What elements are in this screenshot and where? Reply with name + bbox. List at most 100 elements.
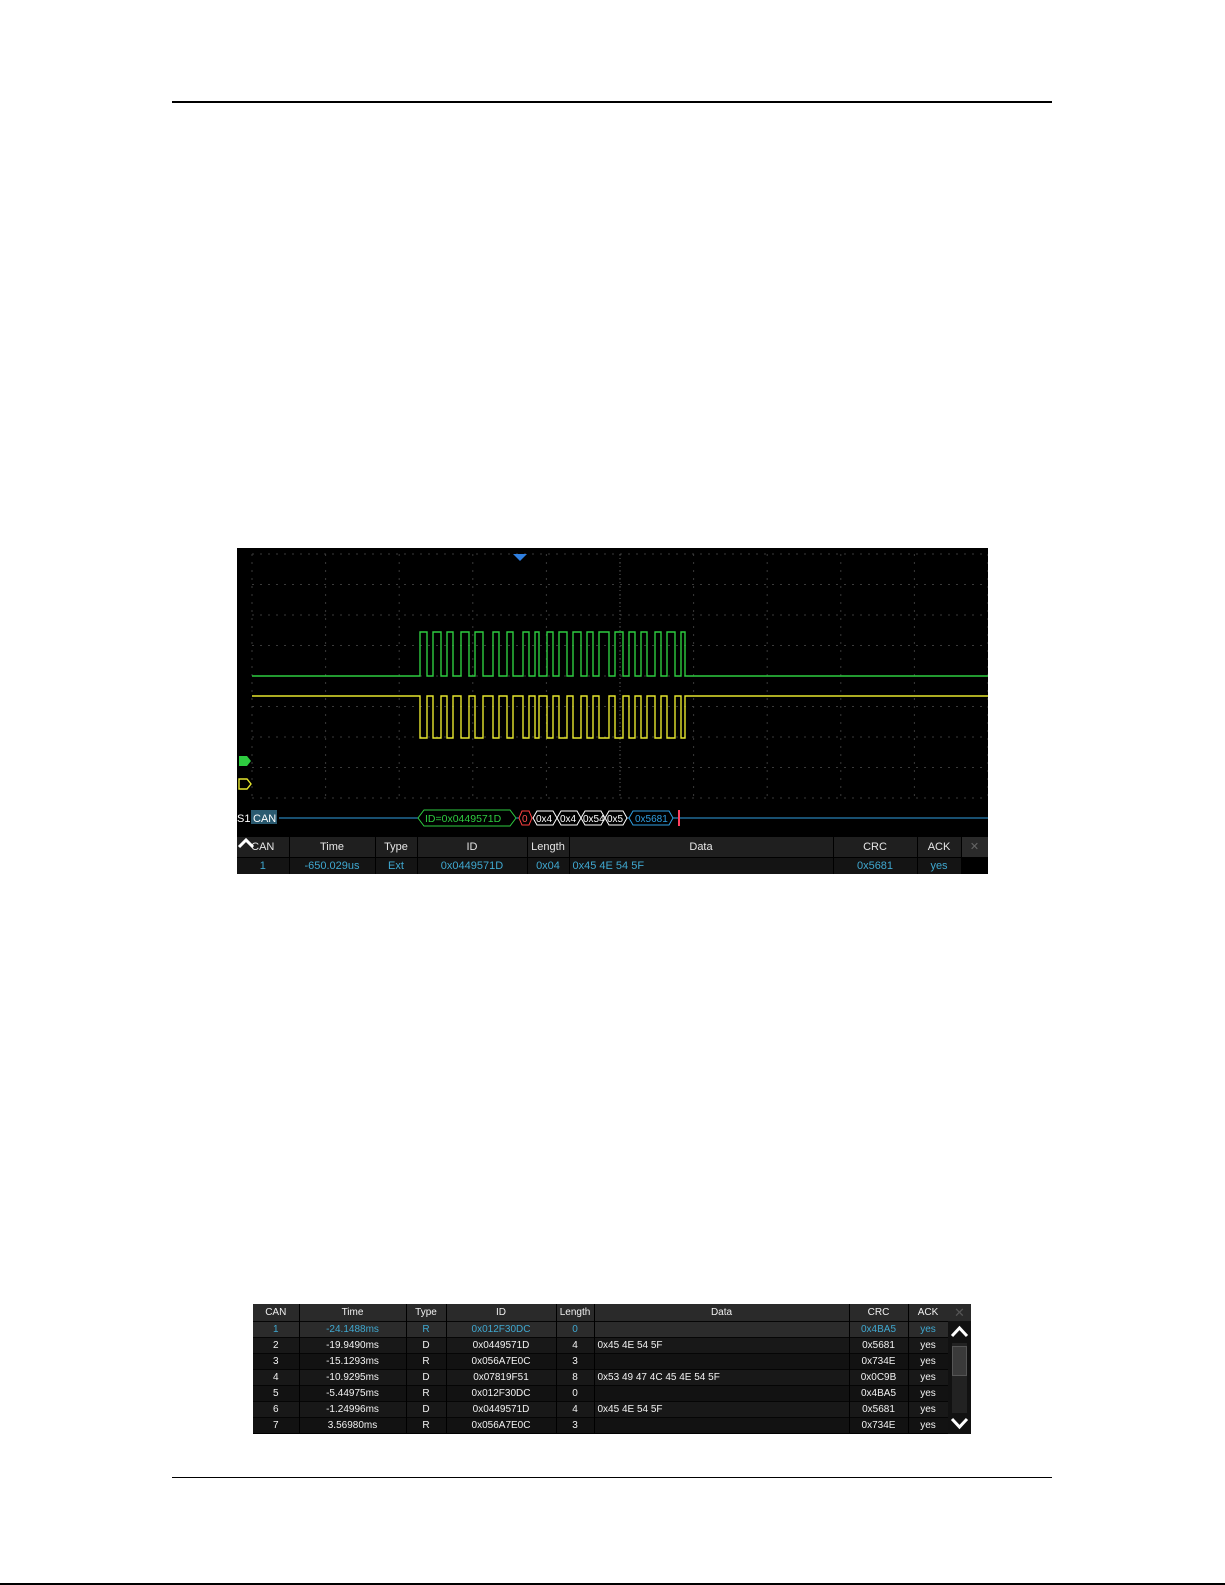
col-time: Time <box>289 837 376 858</box>
table-cell: yes <box>908 1353 949 1370</box>
table-row[interactable]: 1 -650.029us Ext 0x0449571D 0x04 0x45 4E… <box>237 837 988 874</box>
table-cell: 3 <box>556 1417 595 1433</box>
table-cell: 0x012F30DC <box>446 1385 557 1402</box>
table-cell: 4 <box>556 1401 595 1418</box>
scope-decode-table: CAN Time Type ID Length Data CRC ACK ✕ 1… <box>237 837 988 874</box>
table-cell: 0 <box>556 1321 595 1338</box>
svg-text:ID=0x0449571D: ID=0x0449571D <box>425 813 502 825</box>
table-cell: yes <box>908 1417 949 1433</box>
table-cell: 0x734E <box>849 1353 909 1370</box>
svg-text:0x4: 0x4 <box>560 814 577 825</box>
table-cell: D <box>406 1337 447 1354</box>
serial-channel-label: S1 <box>237 813 250 825</box>
table-cell: 0x056A7E0C <box>446 1353 557 1370</box>
col-can: CAN <box>253 1304 300 1322</box>
header-rule <box>172 101 1052 103</box>
scroll-down-icon[interactable] <box>950 1414 969 1432</box>
table-cell: R <box>406 1353 447 1370</box>
table-cell: 0x734E <box>849 1417 909 1433</box>
table-cell: 8 <box>556 1369 595 1386</box>
trigger-position-icon[interactable] <box>513 554 527 561</box>
svg-text:0x5681: 0x5681 <box>635 814 668 825</box>
table-cell <box>594 1417 850 1433</box>
table-cell: -1.24996ms <box>299 1401 407 1418</box>
col-ack: ACK <box>908 1304 949 1322</box>
svg-text:0x4: 0x4 <box>536 814 553 825</box>
table-cell: 3.56980ms <box>299 1417 407 1433</box>
table-cell: 6 <box>253 1401 300 1418</box>
table-cell: 2 <box>253 1337 300 1354</box>
table-cell: 0x0C9B <box>849 1369 909 1386</box>
decode-frame-crc: 0x5681 <box>628 810 674 826</box>
decode-frame-data-1: 0x4 <box>556 810 582 826</box>
table-cell: -15.1293ms <box>299 1353 407 1370</box>
scroll-up-icon[interactable] <box>237 837 988 874</box>
scroll-up-icon[interactable] <box>950 1323 969 1341</box>
close-list-icon[interactable]: ✕ <box>948 1304 971 1321</box>
decode-frame-dlc: 0 <box>518 810 533 826</box>
scroll-thumb[interactable] <box>952 1346 967 1376</box>
table-cell: 7 <box>253 1417 300 1433</box>
table-cell: 0x5681 <box>849 1337 909 1354</box>
decode-list-scrollbar[interactable]: ✕ <box>948 1304 971 1434</box>
can-bus-label: CAN <box>253 813 276 825</box>
table-cell: -24.1488ms <box>299 1321 407 1338</box>
table-cell: 0x012F30DC <box>446 1321 557 1338</box>
table-cell: 0x53 49 47 4C 45 4E 54 5F <box>594 1369 850 1386</box>
close-table-icon[interactable]: ✕ <box>961 837 988 858</box>
table-cell: 0x07819F51 <box>446 1369 557 1386</box>
waveform-grid: S1 CAN ID=0x0449571D 0 0x4 0x4 0x54 0x5 <box>237 553 988 827</box>
channel1-waveform <box>252 631 988 677</box>
decode-frame-data-3: 0x5 <box>604 810 628 826</box>
table-cell: -19.9490ms <box>299 1337 407 1354</box>
table-cell: 0x4BA5 <box>849 1385 909 1402</box>
col-type: Type <box>375 837 418 858</box>
channel2-waveform <box>252 695 988 739</box>
decode-frame-id: ID=0x0449571D <box>417 809 517 827</box>
footer-rule <box>172 1477 1052 1478</box>
table-cell: 0 <box>556 1385 595 1402</box>
col-id: ID <box>446 1304 557 1322</box>
col-crc: CRC <box>849 1304 909 1322</box>
svg-text:0x5: 0x5 <box>607 814 624 825</box>
table-cell: 0x4BA5 <box>849 1321 909 1338</box>
table-cell: R <box>406 1385 447 1402</box>
table-cell: 0x056A7E0C <box>446 1417 557 1433</box>
table-cell: 4 <box>556 1337 595 1354</box>
svg-text:0: 0 <box>522 814 528 825</box>
svg-text:0x54: 0x54 <box>583 814 605 825</box>
table-cell: 4 <box>253 1369 300 1386</box>
channel2-level-marker[interactable] <box>238 778 252 790</box>
scope-table-header: CAN Time Type ID Length Data CRC ACK ✕ <box>237 837 988 858</box>
table-cell <box>594 1385 850 1402</box>
table-cell: 0x45 4E 54 5F <box>594 1401 850 1418</box>
table-cell: -10.9295ms <box>299 1369 407 1386</box>
table-cell: yes <box>908 1369 949 1386</box>
can-decode-list: CAN Time Type ID Length Data CRC ACK 1-2… <box>253 1304 971 1434</box>
table-cell: 0x0449571D <box>446 1337 557 1354</box>
table-cell: R <box>406 1417 447 1433</box>
table-cell: D <box>406 1369 447 1386</box>
oscilloscope-screen: S1 CAN ID=0x0449571D 0 0x4 0x4 0x54 0x5 <box>237 548 988 874</box>
table-cell: 1 <box>253 1321 300 1338</box>
table-cell <box>594 1353 850 1370</box>
channel1-level-marker[interactable] <box>239 756 251 766</box>
table-cell <box>594 1321 850 1338</box>
col-data: Data <box>594 1304 850 1322</box>
col-id: ID <box>417 837 528 858</box>
decode-list-header: CAN Time Type ID Length Data CRC ACK <box>253 1304 949 1322</box>
col-length: Length <box>556 1304 595 1322</box>
table-cell: 3 <box>556 1353 595 1370</box>
table-cell: 0x0449571D <box>446 1401 557 1418</box>
decode-frame-data-0: 0x4 <box>532 810 558 826</box>
table-cell: yes <box>908 1401 949 1418</box>
table-cell: yes <box>908 1321 949 1338</box>
table-cell: 0x5681 <box>849 1401 909 1418</box>
